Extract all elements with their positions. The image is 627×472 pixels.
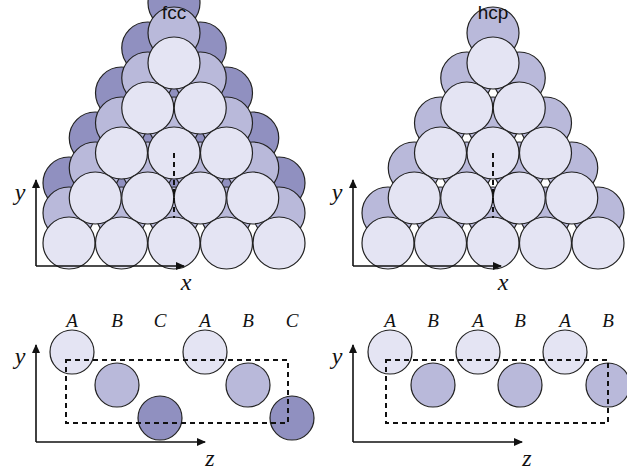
cell-outline bbox=[386, 360, 608, 423]
sphere-layers bbox=[43, 0, 624, 269]
sphere-layer-a bbox=[122, 172, 174, 224]
sphere-layer-a bbox=[520, 217, 572, 269]
layer-letter: A bbox=[472, 311, 484, 330]
cell-edge bbox=[173, 153, 175, 218]
axis-label: y bbox=[15, 344, 26, 368]
side-sphere bbox=[270, 396, 314, 440]
sphere-layer-a bbox=[122, 82, 174, 134]
sphere-layer-a bbox=[96, 127, 148, 179]
y-axis bbox=[35, 180, 37, 266]
layer-letter: C bbox=[154, 311, 167, 330]
x-axis bbox=[353, 265, 501, 267]
axes bbox=[36, 180, 522, 442]
sphere-layer-a bbox=[201, 217, 253, 269]
side-sphere bbox=[456, 330, 500, 374]
axis-label: z bbox=[205, 446, 214, 470]
layer-letter: A bbox=[66, 311, 78, 330]
layer-letter: B bbox=[242, 311, 254, 330]
axis-label: x bbox=[181, 270, 192, 294]
layer-letter: B bbox=[427, 311, 439, 330]
side-sphere bbox=[411, 363, 455, 407]
sphere-layer-a bbox=[441, 82, 493, 134]
sphere-layer-a bbox=[69, 172, 121, 224]
layer-letter: B bbox=[602, 311, 614, 330]
cell-outline bbox=[66, 360, 288, 423]
structure-title: fcc bbox=[162, 3, 186, 22]
axis-label: y bbox=[332, 180, 343, 204]
side-views bbox=[50, 330, 627, 440]
sphere-layer-a bbox=[546, 172, 598, 224]
sphere-layer-a bbox=[493, 82, 545, 134]
layer-letter: B bbox=[514, 311, 526, 330]
axis-label: z bbox=[522, 446, 531, 470]
sphere-layer-a bbox=[572, 217, 624, 269]
y-axis bbox=[352, 345, 354, 442]
cell-edge bbox=[492, 153, 494, 218]
side-sphere bbox=[138, 396, 182, 440]
sphere-layer-a bbox=[415, 127, 467, 179]
sphere-layer-a bbox=[201, 127, 253, 179]
sphere-layer-a bbox=[43, 217, 95, 269]
sphere-layer-a bbox=[467, 217, 519, 269]
sphere-layer-a bbox=[174, 82, 226, 134]
side-sphere bbox=[226, 363, 270, 407]
structure-title: hcp bbox=[478, 3, 509, 22]
sphere-layer-a bbox=[415, 217, 467, 269]
layer-letter: A bbox=[384, 311, 396, 330]
sphere-layer-a bbox=[174, 172, 226, 224]
side-sphere bbox=[498, 363, 542, 407]
sphere-layer-a bbox=[148, 217, 200, 269]
sphere-layer-a bbox=[441, 172, 493, 224]
side-sphere bbox=[368, 330, 412, 374]
sphere-layer-a bbox=[148, 37, 200, 89]
side-sphere bbox=[586, 363, 627, 407]
side-sphere bbox=[543, 330, 587, 374]
side-sphere bbox=[95, 363, 139, 407]
sphere-layer-a bbox=[96, 217, 148, 269]
sphere-layer-a bbox=[388, 172, 440, 224]
axis-label: x bbox=[498, 270, 509, 294]
layer-letter: B bbox=[111, 311, 123, 330]
z-axis bbox=[353, 441, 522, 443]
y-axis bbox=[35, 345, 37, 442]
unit-cell-outlines bbox=[66, 153, 608, 423]
sphere-layer-a bbox=[467, 37, 519, 89]
sphere-layer-a bbox=[520, 127, 572, 179]
sphere-layer-a bbox=[493, 172, 545, 224]
axis-label: y bbox=[15, 180, 26, 204]
axis-label: y bbox=[332, 344, 343, 368]
sphere-layer-a bbox=[253, 217, 305, 269]
side-sphere bbox=[183, 330, 227, 374]
x-axis bbox=[36, 265, 184, 267]
sphere-layer-a bbox=[362, 217, 414, 269]
y-axis bbox=[352, 180, 354, 266]
sphere-layer-a bbox=[227, 172, 279, 224]
layer-letter: A bbox=[559, 311, 571, 330]
layer-letter: A bbox=[199, 311, 211, 330]
side-sphere bbox=[50, 330, 94, 374]
layer-letter: C bbox=[286, 311, 299, 330]
z-axis bbox=[36, 441, 205, 443]
